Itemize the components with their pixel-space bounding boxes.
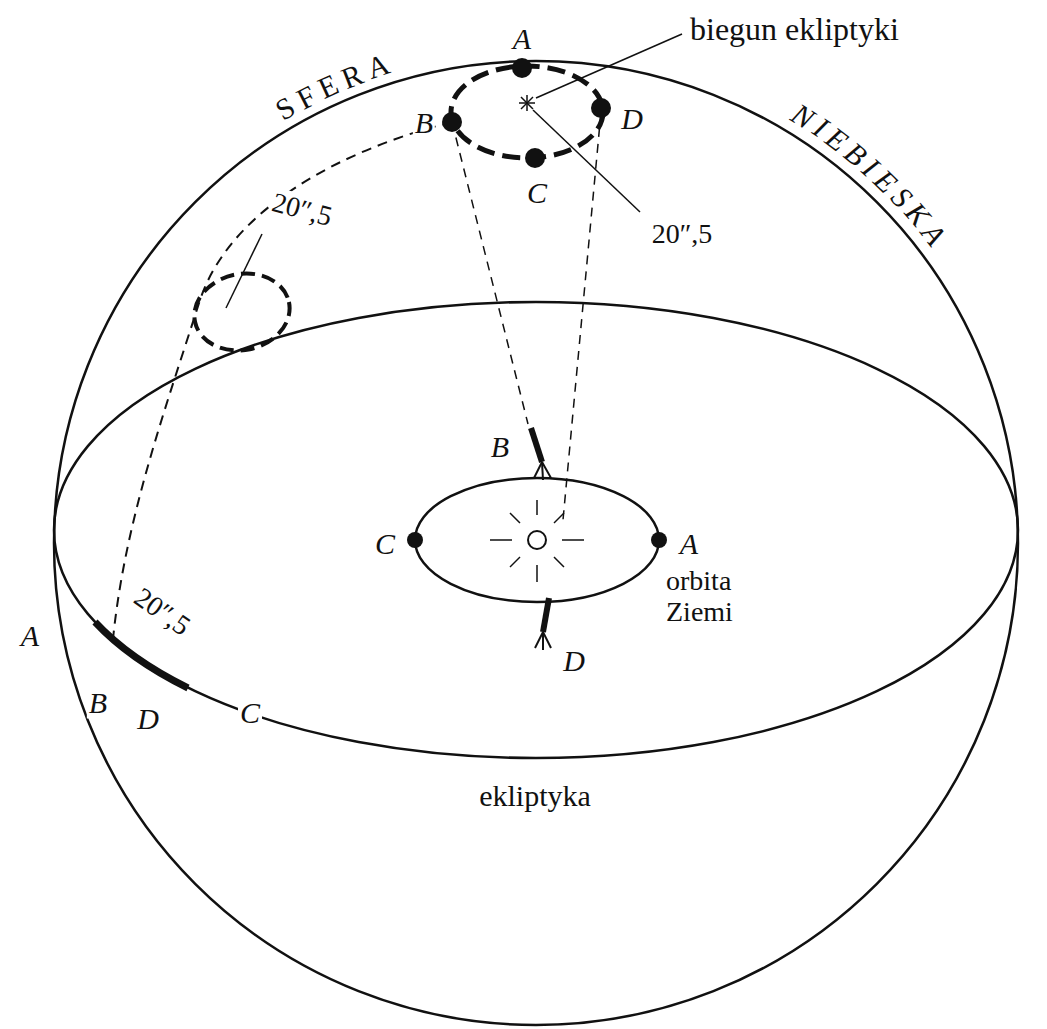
earth-position-dot	[651, 532, 667, 548]
sphere-outline	[54, 61, 1018, 1025]
telescope-d-mount	[535, 632, 551, 650]
arc-letter: E	[313, 67, 343, 105]
meridian-dashed	[113, 122, 452, 639]
position-letter: D	[619, 102, 645, 135]
position-letter: C	[373, 527, 397, 560]
earth-position-dot	[407, 532, 423, 548]
sun-symbol	[528, 531, 546, 549]
angle-value: 20″,5	[127, 581, 198, 643]
angle-value: 20″,5	[650, 219, 715, 250]
position-letter: B	[489, 430, 511, 463]
earth-orbit	[415, 478, 659, 602]
leader-line	[226, 234, 262, 308]
position-letter: A	[511, 22, 533, 55]
telescope-b	[531, 428, 542, 462]
telescope-d	[543, 598, 549, 632]
position-letter: B	[87, 686, 109, 719]
star-position-dot	[442, 112, 462, 132]
pole-aberration-ellipse	[451, 66, 603, 158]
sight-line	[452, 122, 528, 424]
star-position-dot	[512, 58, 532, 78]
telescope-b-mount	[534, 462, 551, 480]
position-letter: C	[238, 696, 262, 729]
ecliptic-pole-star	[519, 95, 535, 111]
position-letter: C	[525, 176, 549, 209]
position-letter: D	[561, 644, 587, 677]
position-letter: A	[678, 527, 700, 560]
mid-aberration-ellipse	[187, 265, 297, 359]
sight-line	[563, 112, 601, 520]
leader-line	[536, 34, 682, 98]
ecliptic-ellipse	[54, 302, 1018, 758]
pole-label: biegun ekliptyki	[688, 12, 901, 47]
sun-rays	[490, 500, 584, 582]
star-position-dot	[591, 98, 611, 118]
angle-value: 20″,5	[267, 187, 337, 233]
star-position-dot	[525, 148, 545, 168]
arc-letter: R	[337, 57, 368, 95]
position-letter: A	[19, 619, 41, 652]
arc-letter: A	[363, 47, 394, 85]
orbit-label: orbita Ziemi	[664, 566, 768, 628]
ecliptic-label: ekliptyka	[477, 779, 593, 812]
position-letter: B	[413, 106, 435, 139]
position-letter: D	[135, 702, 161, 735]
